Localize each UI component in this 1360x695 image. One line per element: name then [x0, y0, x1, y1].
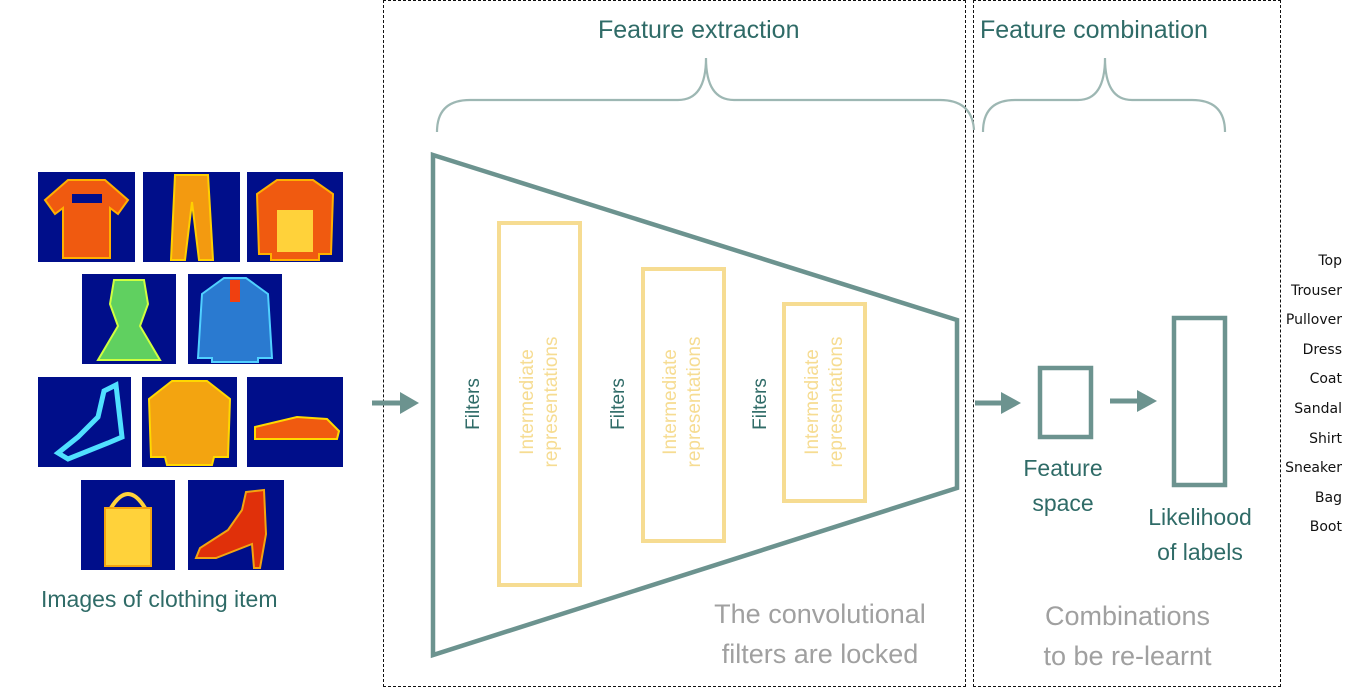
images-caption: Images of clothing item [41, 586, 278, 612]
extraction-caption: The convolutional filters are locked [680, 594, 960, 674]
likelihood-box [1171, 315, 1228, 488]
thumbnail-sneaker [247, 377, 343, 467]
combination-caption-line-1: Combinations [1044, 601, 1211, 631]
thumbnail-sandal [38, 377, 131, 467]
likelihood-label: Likelihood of labels [1148, 504, 1252, 565]
thumbnail-t-shirt [38, 172, 135, 262]
combination-brace [981, 57, 1227, 133]
thumbnail-coat [188, 274, 282, 364]
filters-label-2: Filters [608, 378, 629, 430]
combination-caption: Combinations to be re-learnt [995, 596, 1260, 676]
extraction-caption-line-2: filters are locked [721, 639, 919, 669]
funnel-output-arrow [975, 392, 1021, 414]
feature-combination-section [973, 0, 1281, 687]
thumbnail-ankle-boot [188, 480, 284, 570]
intermediate-label-1: Intermediate representations [517, 336, 562, 468]
combination-caption-line-2: to be re-learnt [1043, 641, 1212, 671]
funnel-shape [430, 151, 960, 659]
thumbnail-trouser [143, 172, 240, 262]
class-label: Trouser [1290, 282, 1342, 299]
class-label: Boot [1309, 519, 1342, 536]
feature-extraction-section [383, 0, 966, 687]
intermediate-box-1 [497, 221, 582, 587]
feature-extraction-title: Feature extraction [598, 16, 800, 44]
class-label: Coat [1309, 371, 1342, 388]
intermediate-label-2: Intermediate representations [660, 336, 705, 468]
class-label: Dress [1302, 341, 1342, 358]
class-label: Bag [1314, 489, 1342, 506]
thumbnail-bag [81, 480, 175, 570]
feature-space-label: Feature space [1023, 455, 1103, 516]
class-label: Sandal [1294, 401, 1342, 417]
thumbnail-shirt [142, 377, 237, 467]
extraction-brace [435, 57, 976, 133]
feature-space-box [1037, 365, 1094, 440]
class-label: Sneaker [1285, 460, 1342, 477]
class-label: Shirt [1309, 430, 1342, 447]
class-label: Top [1318, 253, 1342, 269]
filters-label-1: Filters [463, 378, 484, 430]
intermediate-box-3 [782, 302, 867, 503]
class-label: Pullover [1285, 312, 1342, 329]
input-arrow [372, 392, 419, 414]
feature-to-likelihood-arrow [1110, 390, 1157, 412]
thumbnail-dress [82, 274, 176, 364]
thumbnail-pullover [247, 172, 343, 262]
intermediate-label-3: Intermediate representations [802, 336, 847, 468]
feature-combination-title: Feature combination [980, 16, 1208, 44]
extraction-caption-line-1: The convolutional [714, 599, 926, 629]
filters-label-3: Filters [750, 378, 771, 430]
intermediate-box-2 [641, 267, 726, 543]
